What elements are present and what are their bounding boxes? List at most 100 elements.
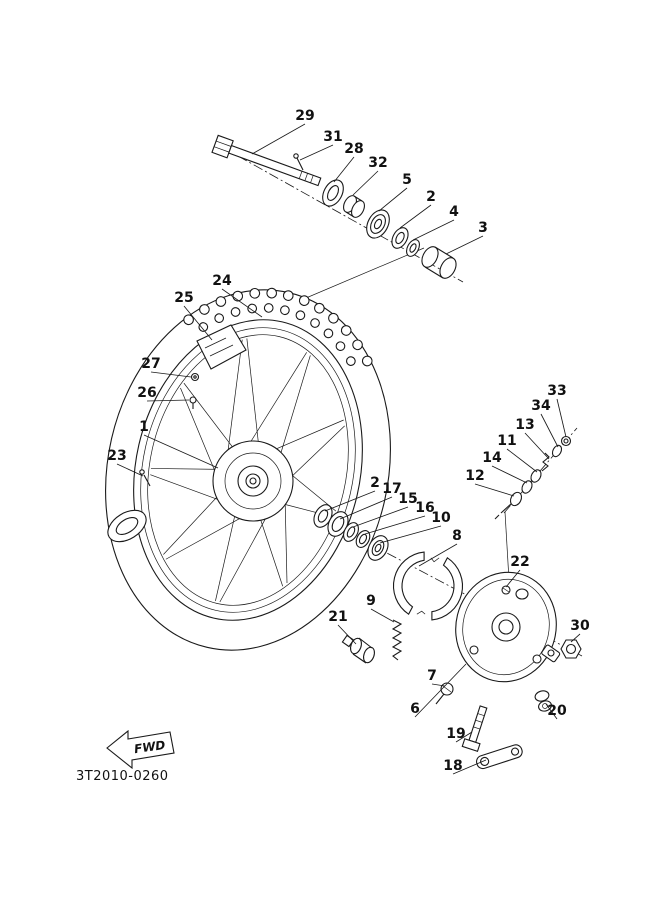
callout-18: 18 [443, 758, 462, 774]
axle-bolt [211, 134, 322, 187]
callout-4: 4 [449, 204, 459, 220]
callout-5: 5 [402, 172, 412, 188]
brake-shoes [392, 551, 464, 621]
spoke [163, 492, 222, 555]
leader-line-20 [545, 703, 558, 720]
tread-knob [314, 302, 325, 314]
washer-nut-20 [534, 690, 552, 712]
callout-11: 11 [497, 433, 516, 449]
leader-line-31 [299, 144, 334, 161]
callout-23: 23 [107, 448, 126, 464]
callout-20: 20 [547, 703, 567, 719]
tread-knob [323, 328, 334, 339]
tread-knob [266, 287, 278, 299]
valve-parts [189, 372, 200, 409]
leader-line-2 [324, 490, 376, 512]
spoke [278, 355, 311, 460]
leader-line-15 [352, 506, 409, 528]
callout-28: 28 [344, 141, 363, 157]
tread-knob [352, 339, 363, 351]
spoke [219, 510, 271, 603]
hub [212, 440, 294, 522]
spoke [215, 510, 237, 602]
brake-camshaft [341, 634, 375, 664]
tread-knob [340, 325, 352, 336]
washer-2a [391, 227, 409, 249]
callout-3: 3 [478, 220, 488, 236]
spoke [150, 474, 228, 504]
fwd-arrow: FWD [106, 729, 175, 770]
callout-21: 21 [328, 609, 347, 625]
oil-seal-28 [322, 179, 344, 207]
leader-line-22 [505, 569, 521, 588]
tread-knob [298, 295, 310, 306]
leader-line-28 [333, 156, 355, 183]
leader-line-6 [414, 663, 467, 718]
tread-knob [346, 356, 356, 366]
leader-line-7 [431, 683, 446, 687]
callout-25: 25 [174, 290, 193, 306]
bolt-19 [461, 705, 488, 753]
tread-knob [282, 290, 294, 301]
leader-line-9 [370, 608, 395, 623]
leader-line-16 [364, 515, 426, 535]
spoke-nipple [139, 469, 151, 487]
tube-section [107, 509, 147, 543]
callout-1: 1 [139, 419, 149, 435]
bearing-5 [366, 209, 390, 239]
leader-line-34 [540, 413, 559, 448]
callout-15: 15 [398, 491, 417, 507]
callout-26: 26 [137, 385, 156, 401]
collar-3 [421, 246, 457, 279]
spoke [150, 468, 222, 470]
spoke [284, 469, 337, 512]
callout-7: 7 [427, 668, 437, 684]
callout-12: 12 [465, 468, 484, 484]
callout-32: 32 [368, 155, 387, 171]
tread-knob [280, 305, 290, 316]
fwd-label: FWD [133, 738, 166, 756]
leader-line-33 [556, 398, 567, 438]
spoke [226, 339, 243, 460]
tread-knob [214, 313, 225, 324]
spoke [269, 419, 344, 452]
leader-line-10 [379, 525, 442, 544]
tread-knob [263, 303, 274, 313]
leader-line-32 [352, 170, 379, 196]
spoke [246, 338, 260, 448]
callout-29: 29 [295, 108, 314, 124]
callout-2: 2 [426, 189, 436, 205]
leader-line-21 [337, 624, 357, 645]
spacer-32 [343, 195, 365, 218]
return-spring [391, 619, 403, 661]
leader-line-14 [491, 465, 528, 484]
leader-line-12 [474, 483, 515, 497]
tread-knob [310, 318, 320, 328]
leader-line-17 [339, 496, 393, 520]
leader-line-5 [378, 187, 408, 212]
callout-30: 30 [570, 618, 590, 634]
axle-nut [560, 639, 582, 659]
callout-13: 13 [515, 417, 534, 433]
ring-4 [406, 239, 420, 257]
callout-16: 16 [415, 500, 434, 516]
cotter-pin [293, 153, 304, 171]
callout-33: 33 [547, 383, 566, 399]
spoke [284, 492, 288, 584]
plate-screw [501, 585, 511, 595]
tread-knob [230, 307, 241, 317]
tread-knob [328, 312, 339, 324]
leader-line-23 [116, 463, 144, 477]
callout-6: 6 [410, 701, 420, 717]
leader-line-24 [221, 288, 263, 318]
washer-15 [343, 522, 359, 542]
rim [140, 327, 356, 613]
tread-knob [198, 322, 209, 332]
front-wheel [105, 287, 391, 651]
tread-knob [199, 304, 210, 315]
tread-knob [335, 341, 346, 352]
brake-plate [455, 571, 561, 683]
